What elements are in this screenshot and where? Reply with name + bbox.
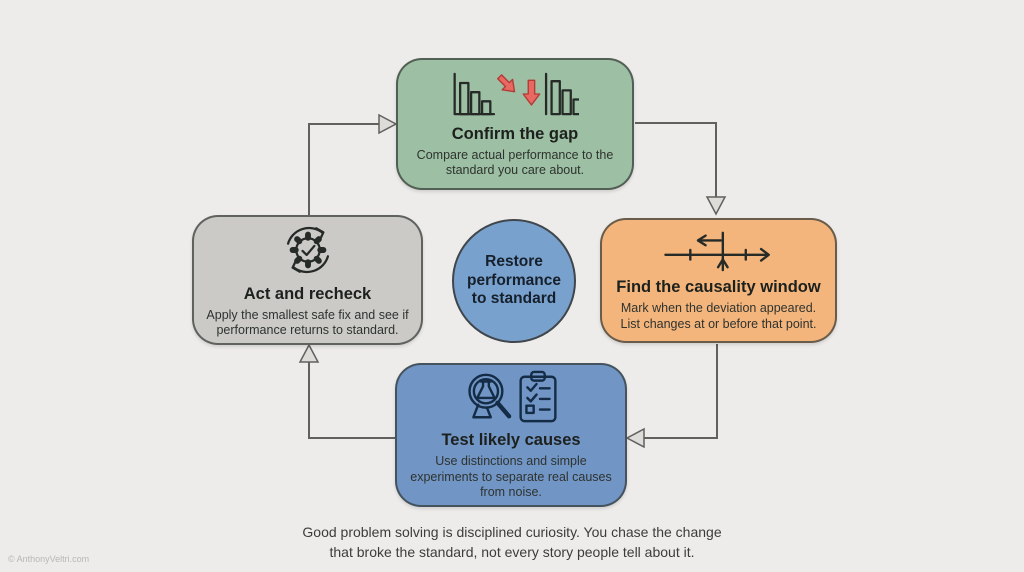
center-goal-circle: Restore performance to standard	[452, 219, 576, 343]
caption-line-2: that broke the standard, not every story…	[329, 544, 695, 561]
arrow-causality-to-test	[625, 344, 718, 449]
step-box-confirm-gap: Confirm the gap Compare actual performan…	[396, 58, 634, 190]
step-description: Use distinctions and simple experiments …	[410, 453, 612, 500]
arrow-confirm-to-causality	[635, 122, 727, 216]
step-box-act-and-recheck: Act and recheck Apply the smallest safe …	[192, 215, 423, 345]
step-box-test-likely-causes: Test likely causes Use distinctions and …	[395, 363, 627, 507]
step-description: Compare actual performance to the standa…	[416, 147, 614, 178]
caption: Good problem solving is disciplined curi…	[0, 522, 1024, 563]
caption-line-1: Good problem solving is disciplined curi…	[302, 524, 722, 540]
step-title: Act and recheck	[243, 284, 372, 303]
arrow-test-to-act	[298, 343, 395, 439]
step-box-find-causality-window: Find the causality window Mark when the …	[600, 218, 837, 343]
step-title: Find the causality window	[616, 278, 821, 297]
center-goal-label: Restore performance to standard	[467, 252, 561, 308]
watermark: © AnthonyVeltri.com	[8, 554, 90, 564]
arrow-act-to-confirm	[308, 113, 398, 215]
magnifier-flask-checklist-icon	[457, 369, 565, 425]
step-description: Apply the smallest safe fix and see if p…	[206, 307, 409, 338]
gear-check-refresh-cycle-icon	[279, 221, 337, 279]
step-title: Test likely causes	[441, 430, 581, 449]
timeline-deviation-point-icon	[660, 228, 778, 272]
step-title: Confirm the gap	[451, 124, 579, 143]
step-description: Mark when the deviation appeared. List c…	[620, 301, 817, 331]
declining-bar-charts-red-arrows-icon	[451, 69, 579, 119]
